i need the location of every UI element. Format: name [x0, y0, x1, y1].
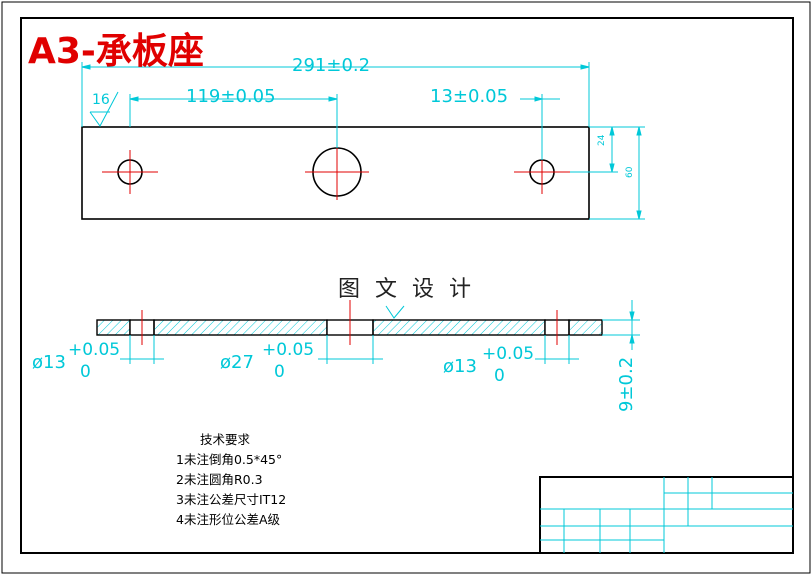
dim-dia-right-lower: 0 [494, 366, 505, 386]
dim-dia-right-base: ø13 [443, 356, 477, 377]
title-block [539, 476, 794, 554]
dim-height-large: 60 [625, 166, 635, 178]
tech-note-item: 1未注倒角0.5*45° [176, 452, 283, 467]
section-mid-right-solid [372, 319, 546, 336]
tech-note-item: 4未注形位公差A级 [176, 512, 281, 527]
dim-dia-left-upper: +0.05 [68, 340, 121, 360]
dim-dia-right-upper: +0.05 [482, 344, 535, 364]
dim-height-small: 24 [597, 134, 607, 146]
dimension-lines-section [120, 300, 640, 364]
dim-thickness: 9±0.2 [616, 356, 637, 412]
dim-roughness: 16 [92, 92, 110, 108]
dim-dia-left-lower: 0 [80, 362, 91, 382]
dim-hole-spacing: 119±0.05 [186, 86, 276, 107]
sheet-title: A3-承板座 [28, 31, 204, 72]
centerlines-section [141, 300, 558, 345]
front-view [81, 126, 590, 220]
dim-dia-center-base: ø27 [220, 352, 254, 373]
plate-outline-front [81, 126, 590, 220]
centerlines-front [102, 144, 570, 200]
watermark-text: 图 文 设 计 [338, 277, 475, 302]
section-mid-left-solid [153, 319, 328, 336]
dim-edge-offset: 13±0.05 [430, 86, 509, 107]
tech-note-item: 3未注公差尺寸IT12 [176, 492, 287, 507]
section-left-solid [96, 319, 131, 336]
tech-note-item: 2未注圆角R0.3 [176, 472, 263, 487]
tech-notes-title: 技术要求 [200, 432, 251, 447]
inner-border [20, 17, 794, 554]
dim-dia-center-upper: +0.05 [262, 340, 315, 360]
dim-dia-left-base: ø13 [32, 352, 66, 373]
dim-overall-length: 291±0.2 [292, 55, 371, 76]
dim-dia-center-lower: 0 [274, 362, 285, 382]
section-view [96, 300, 603, 345]
section-right-solid [568, 319, 603, 336]
dimension-lines-front [81, 62, 645, 220]
tech-notes: 技术要求 1未注倒角0.5*45° 2未注圆角R0.3 3未注公差尺寸IT12 … [176, 430, 286, 530]
